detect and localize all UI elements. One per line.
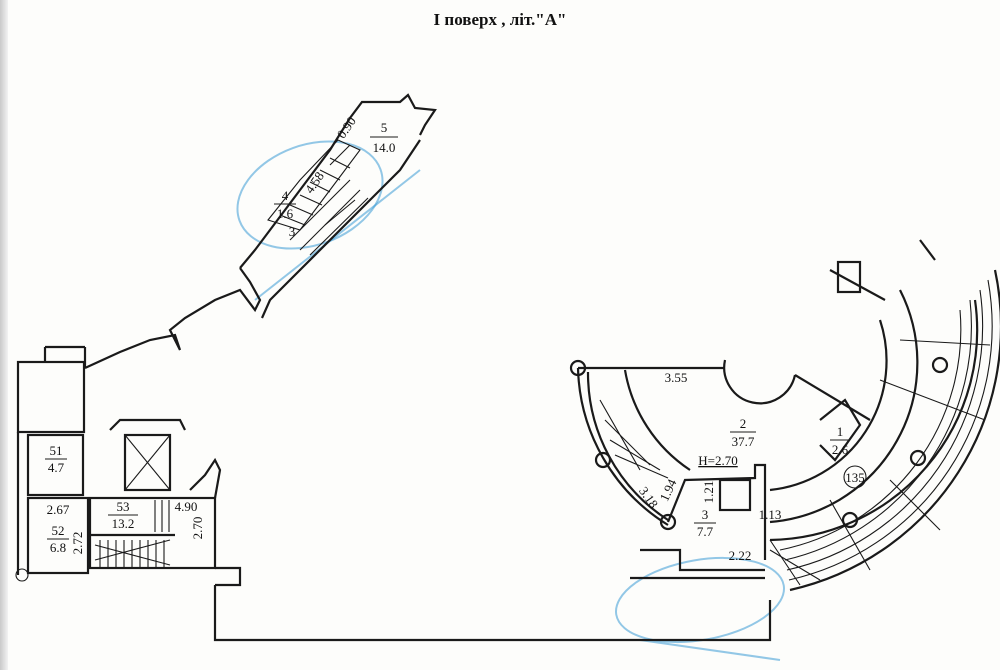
room-53-area: 13.2: [112, 516, 135, 531]
scan-edge: [0, 0, 8, 670]
connector-wall: [84, 267, 262, 370]
room-2-area: 37.7: [732, 434, 755, 449]
room-3-area: 7.7: [697, 524, 714, 539]
dim-2-67: 2.67: [47, 502, 70, 517]
dim-4-58: 4.58: [302, 169, 327, 196]
room-51-number: 51: [50, 443, 63, 458]
room-labels: 5 14.0 0.90 4.58 4 1.6 3 51 4.7 2.67 52 …: [45, 114, 867, 563]
official-stamps: [236, 140, 785, 661]
room-3-upper-number: 3: [289, 224, 296, 239]
room-4-area: 1.6: [277, 206, 294, 221]
room-5-area: 14.0: [373, 140, 396, 155]
room-1-area: 2.6: [832, 442, 849, 457]
room-1-number: 1: [837, 424, 844, 439]
dim-2-72: 2.72: [70, 532, 85, 555]
dim-2-22: 2.22: [729, 548, 752, 563]
room-51-area: 4.7: [48, 460, 65, 475]
dim-4-90: 4.90: [175, 499, 198, 514]
section-marker-135: 135: [845, 470, 865, 485]
outer-connector-line: [213, 585, 772, 642]
plan-title: І поверх , літ."А": [433, 10, 567, 29]
room-5-number: 5: [381, 120, 388, 135]
room-53-number: 53: [117, 499, 130, 514]
dim-3-55: 3.55: [665, 370, 688, 385]
room-52-area: 6.8: [50, 540, 66, 555]
room-4-number: 4: [282, 188, 289, 203]
room-3-number: 3: [702, 507, 709, 522]
dim-1-13: 1.13: [759, 507, 782, 522]
left-building: [15, 345, 242, 587]
dim-2-70: 2.70: [190, 517, 205, 540]
right-building: [569, 239, 1000, 592]
ceiling-height-note: H=2.70: [698, 453, 737, 468]
dim-1-21: 1.21: [701, 481, 716, 504]
room-2-number: 2: [740, 416, 747, 431]
upper-stair-block: [239, 93, 437, 319]
room-52-number: 52: [52, 523, 65, 538]
